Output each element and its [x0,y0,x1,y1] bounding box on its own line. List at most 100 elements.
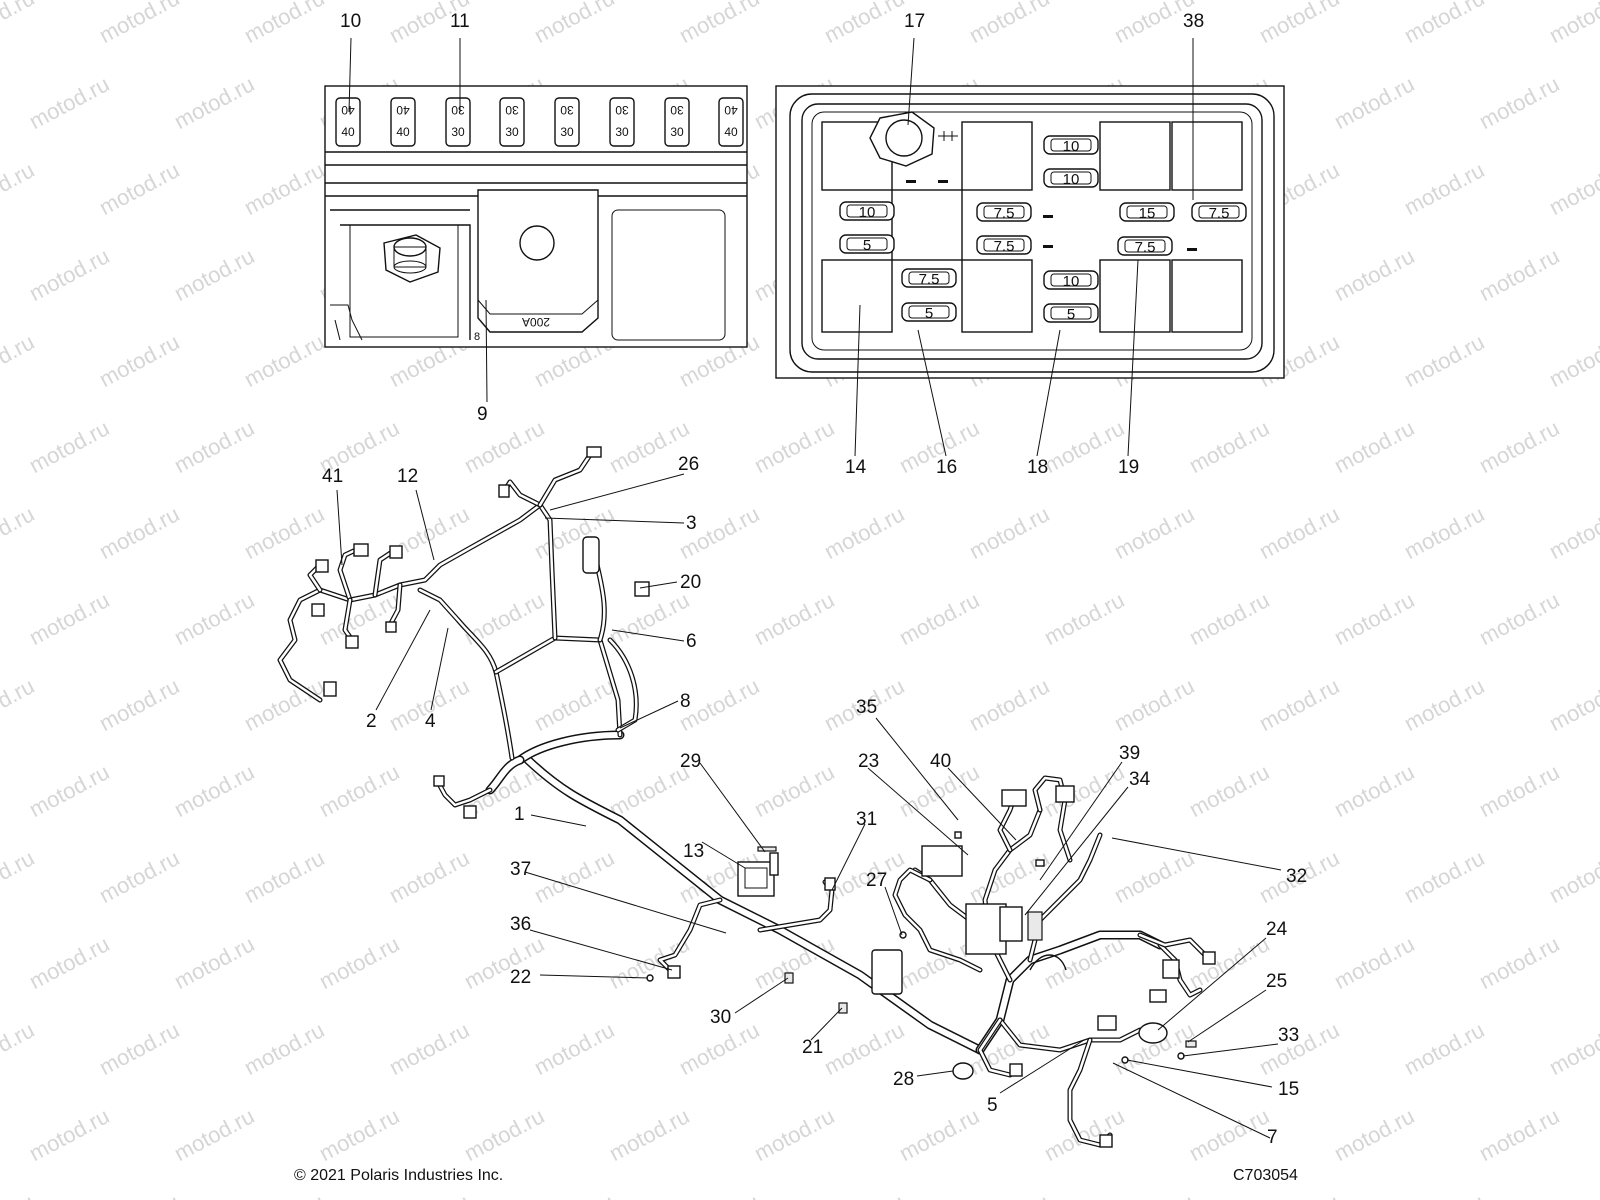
strip-fuse [664,97,690,147]
callout-number: 5 [987,1095,998,1116]
callout-number: 4 [425,711,436,732]
strip-fuse-top-value: 30 [505,103,519,117]
box-fuse: 10 [1043,135,1099,155]
box-fuse-value: 10 [1063,171,1080,188]
callout-number: 18 [1027,457,1049,478]
callout-number: 7 [1267,1127,1278,1148]
callout-number: 38 [1183,11,1205,32]
callout-number: 32 [1286,866,1308,887]
strip-fuse-top-value: 30 [670,103,684,117]
strip-fuse-bottom-value: 40 [396,125,410,139]
callout-number: 11 [450,11,470,32]
strip-fuse [499,97,525,147]
box-fuse: 7.5 [976,235,1032,255]
callout-number: 8 [680,691,691,712]
box-fuse-value: 5 [863,237,871,254]
strip-fuse-top-value: 30 [560,103,574,117]
callout-number: 6 [686,631,697,652]
callout-number: 37 [510,859,532,880]
box-fuse-value: 15 [1139,205,1156,222]
box-fuse-value: 7.5 [1135,239,1156,256]
box-fuse-value: 7.5 [994,238,1015,255]
callout-number: 16 [936,457,958,478]
callout-number: 39 [1119,743,1141,764]
box-fuse: 10 [1043,270,1099,290]
callout-number: 17 [904,11,926,32]
callout-number: 9 [477,404,488,425]
callout-number: 22 [510,967,532,988]
strip-fuse-top-value: 40 [341,103,355,117]
callout-number: 21 [802,1037,824,1058]
strip-fuse [718,97,744,147]
box-fuse-value: 10 [1063,138,1080,155]
callout-number: 12 [397,466,419,487]
box-fuse-value: 10 [859,204,876,221]
box-fuse-value: 7.5 [994,205,1015,222]
strip-fuse [335,97,361,147]
callout-number: 30 [710,1007,732,1028]
strip-fuse-bottom-value: 30 [615,125,629,139]
callout-number: 36 [510,914,532,935]
callout-number: 1 [514,804,525,825]
strip-fuse-top-value: 40 [724,103,738,117]
callout-number: 19 [1118,457,1140,478]
callout-number: 25 [1266,971,1288,992]
strip-fuse [445,97,471,147]
strip-fuse-bottom-value: 30 [505,125,519,139]
box-fuse: 5 [901,302,957,322]
box-fuse: 10 [839,201,895,221]
breaker-label: 200A [522,315,550,329]
strip-fuse-bottom-value: 40 [341,125,355,139]
box-fuse: 5 [839,234,895,254]
callout-number: 26 [678,454,700,475]
fuse-box-inset: 10 10 10 5 7.5 7.5 7.5 10 15 7.5 5 7.5 5 [775,85,1285,379]
copyright-text: © 2021 Polaris Industries Inc. [294,1167,504,1184]
callout-number: 13 [683,841,705,862]
box-fuse: 15 [1119,202,1175,222]
strip-fuse-top-value: 30 [451,103,465,117]
strip-fuse [609,97,635,147]
callout-number: 40 [930,751,952,772]
callout-number: 3 [686,513,697,534]
callout-number: 34 [1129,769,1151,790]
box-fuse: 7.5 [901,268,957,288]
callout-number: 28 [893,1069,915,1090]
box-fuse: 7.5 [976,202,1032,222]
box-fuse-value: 7.5 [1209,205,1230,222]
front-harness [277,446,985,1055]
callout-number: 31 [856,809,878,830]
strip-fuse-top-value: 30 [615,103,629,117]
breaker-200a [477,189,599,333]
box-fuse: 7.5 [1191,202,1247,222]
figure-code: C703054 [1233,1167,1298,1184]
callout-number: 35 [856,697,878,718]
box-fuse: 5 [1043,303,1099,323]
box-fuse-value: 5 [925,305,933,322]
callout-number: 10 [340,11,362,32]
rear-harness [646,775,1216,1148]
box-fuse: 10 [1043,168,1099,188]
callout-number: 15 [1278,1079,1300,1100]
strip-fuse-bottom-value: 30 [451,125,465,139]
callout-number: 29 [680,751,702,772]
callout-number: 27 [866,870,888,891]
strip-fuse-bottom-value: 30 [560,125,574,139]
callout-number: 33 [1278,1025,1300,1046]
strip-fuse-top-value: 40 [396,103,410,117]
callout-number: 20 [680,572,702,593]
small-mark: 8 [474,331,480,343]
callout-number: 23 [858,751,880,772]
box-fuse-value: 5 [1067,306,1075,323]
callout-number: 14 [845,457,867,478]
callout-number: 41 [322,466,344,487]
strip-fuse [390,97,416,147]
box-fuse-value: 10 [1063,273,1080,290]
strip-fuse [554,97,580,147]
box-fuse: 7.5 [1117,236,1173,256]
callout-number: 24 [1266,919,1288,940]
leader-lines [336,37,1282,1139]
strip-fuse-bottom-value: 40 [724,125,738,139]
box-fuse-value: 7.5 [919,271,940,288]
